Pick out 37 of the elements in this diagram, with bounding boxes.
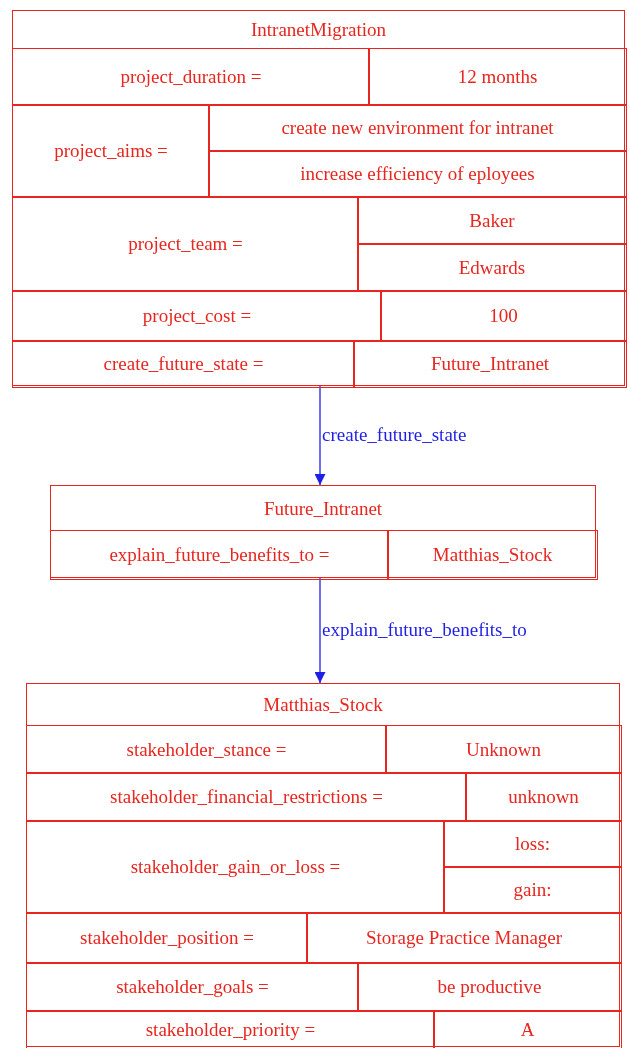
table-title: Matthias_Stock <box>262 693 384 717</box>
attribute-name-cell: stakeholder_stance = <box>26 725 387 774</box>
attribute-name-cell: stakeholder_goals = <box>26 962 359 1012</box>
attribute-value-cell: increase efficiency of eployees <box>208 150 627 198</box>
attribute-value-cell: gain: <box>443 866 622 914</box>
attribute-value-cell: Edwards <box>357 243 627 292</box>
attribute-name-cell: stakeholder_financial_restrictions = <box>26 772 467 822</box>
attribute-value-cell: create new environment for intranet <box>208 104 627 152</box>
attribute-name-cell: explain_future_benefits_to = <box>50 530 389 580</box>
attribute-name-cell: project_team = <box>12 196 359 292</box>
record-table <box>50 485 596 578</box>
attribute-value-cell: unknown <box>465 772 622 822</box>
attribute-name-cell: create_future_state = <box>12 340 355 388</box>
attribute-value-cell: Future_Intranet <box>353 340 627 388</box>
attribute-name-cell: stakeholder_gain_or_loss = <box>26 820 445 914</box>
attribute-value-cell: be productive <box>357 962 622 1012</box>
arrow <box>314 577 326 684</box>
attribute-value-cell: Matthias_Stock <box>387 530 598 580</box>
attribute-value-cell: A <box>433 1010 622 1048</box>
attribute-name-cell: project_duration = <box>12 48 370 106</box>
attribute-value-cell: Baker <box>357 196 627 245</box>
attribute-value-cell: Unknown <box>385 725 622 774</box>
arrow <box>314 385 326 486</box>
attribute-value-cell: 100 <box>380 290 627 342</box>
attribute-value-cell: 12 months <box>368 48 627 106</box>
attribute-name-cell: stakeholder_priority = <box>26 1010 435 1048</box>
table-title: Future_Intranet <box>262 496 384 521</box>
edge-label: explain_future_benefits_to <box>322 619 527 641</box>
record-table <box>26 683 620 1047</box>
table-title: IntranetMigration <box>249 18 388 42</box>
attribute-value-cell: loss: <box>443 820 622 868</box>
attribute-value-cell: Storage Practice Manager <box>306 912 622 964</box>
record-table <box>12 10 625 386</box>
attribute-name-cell: project_cost = <box>12 290 382 342</box>
attribute-name-cell: stakeholder_position = <box>26 912 308 964</box>
edge-label: create_future_state <box>322 424 467 446</box>
attribute-name-cell: project_aims = <box>12 104 210 198</box>
